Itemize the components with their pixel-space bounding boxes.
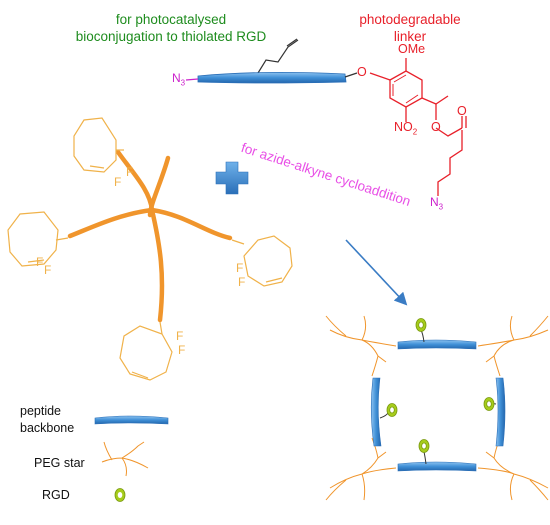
- peg-arm-left: [67, 207, 155, 239]
- fluorine-label-8: F: [178, 343, 186, 357]
- ether-oxygen-label: O: [357, 65, 367, 79]
- rgd-marker-top: [415, 318, 427, 332]
- legend-peptide-symbol: [94, 415, 169, 425]
- rgd-marker-bottom: [418, 439, 430, 453]
- peg-arm-cross: [147, 155, 171, 218]
- carbonyl-oxygen-label: O: [457, 104, 467, 118]
- ester-oxygen-label: O: [431, 120, 441, 134]
- four-arm-peg-star: [67, 149, 233, 323]
- cyclooctyne-bottom: [119, 325, 173, 381]
- rgd-marker-left: [386, 403, 398, 417]
- network-rgd-markers: [386, 318, 495, 453]
- hydrogel-network: [325, 315, 549, 501]
- azide-backbone-label: N3: [172, 71, 186, 88]
- peg-arm-bottom: [149, 207, 165, 323]
- reaction-arrow: [345, 239, 408, 306]
- fluorine-label-5: F: [236, 261, 244, 275]
- fluorine-label-1: F: [126, 165, 134, 179]
- peg-arm-right: [149, 207, 233, 241]
- fluorine-label-7: F: [176, 329, 184, 343]
- fluorine-label-6: F: [238, 275, 246, 289]
- fluorine-label-4: F: [44, 263, 52, 277]
- network-peptide-bottom: [397, 461, 477, 472]
- network-peg-stars: [325, 315, 549, 501]
- network-peptide-top: [397, 339, 477, 350]
- network-peptide-left: [370, 377, 382, 447]
- plus-icon: [215, 161, 249, 195]
- peptide-backbone-rod: [197, 72, 347, 84]
- ome-group-label: OMe: [398, 42, 426, 56]
- legend-peg-star-label: PEG star: [34, 456, 85, 470]
- photocatalysed-label-line1: for photocatalysed: [115, 12, 227, 27]
- rgd-marker-right: [483, 397, 495, 411]
- legend-symbols: [94, 415, 169, 502]
- legend-peg-star-symbol: [101, 441, 149, 477]
- photocatalysed-label-line2: bioconjugation to thiolated RGD: [75, 29, 267, 44]
- legend-peptide-label-line2: backbone: [20, 421, 75, 435]
- functionalised-peptide-monomer: [185, 38, 358, 84]
- aromatic-ring: [389, 70, 423, 108]
- cyclooctyne-top: [73, 117, 117, 173]
- cyclooctyne-left: [7, 211, 59, 267]
- fluorine-label-3: F: [36, 255, 44, 269]
- photodegradable-label-line1: photodegradable: [359, 12, 461, 27]
- legend-rgd-label: RGD: [42, 488, 70, 502]
- photodegradable-label-line2: linker: [393, 29, 427, 44]
- photodegradable-linker-structure: [369, 58, 467, 196]
- nitro-group-label: NO2: [394, 120, 418, 137]
- cyclooctyne-right: [243, 235, 293, 287]
- fluorine-label-2: F: [114, 175, 122, 189]
- cyclooctyne-groups: [7, 117, 293, 381]
- network-peptide-right: [495, 377, 506, 447]
- alkene-handle: [257, 39, 299, 74]
- azide-linker-label: N3: [430, 195, 444, 212]
- legend-peptide-label-line1: peptide: [20, 404, 62, 418]
- legend-rgd-symbol: [114, 488, 126, 502]
- peg-arm-top: [115, 149, 155, 213]
